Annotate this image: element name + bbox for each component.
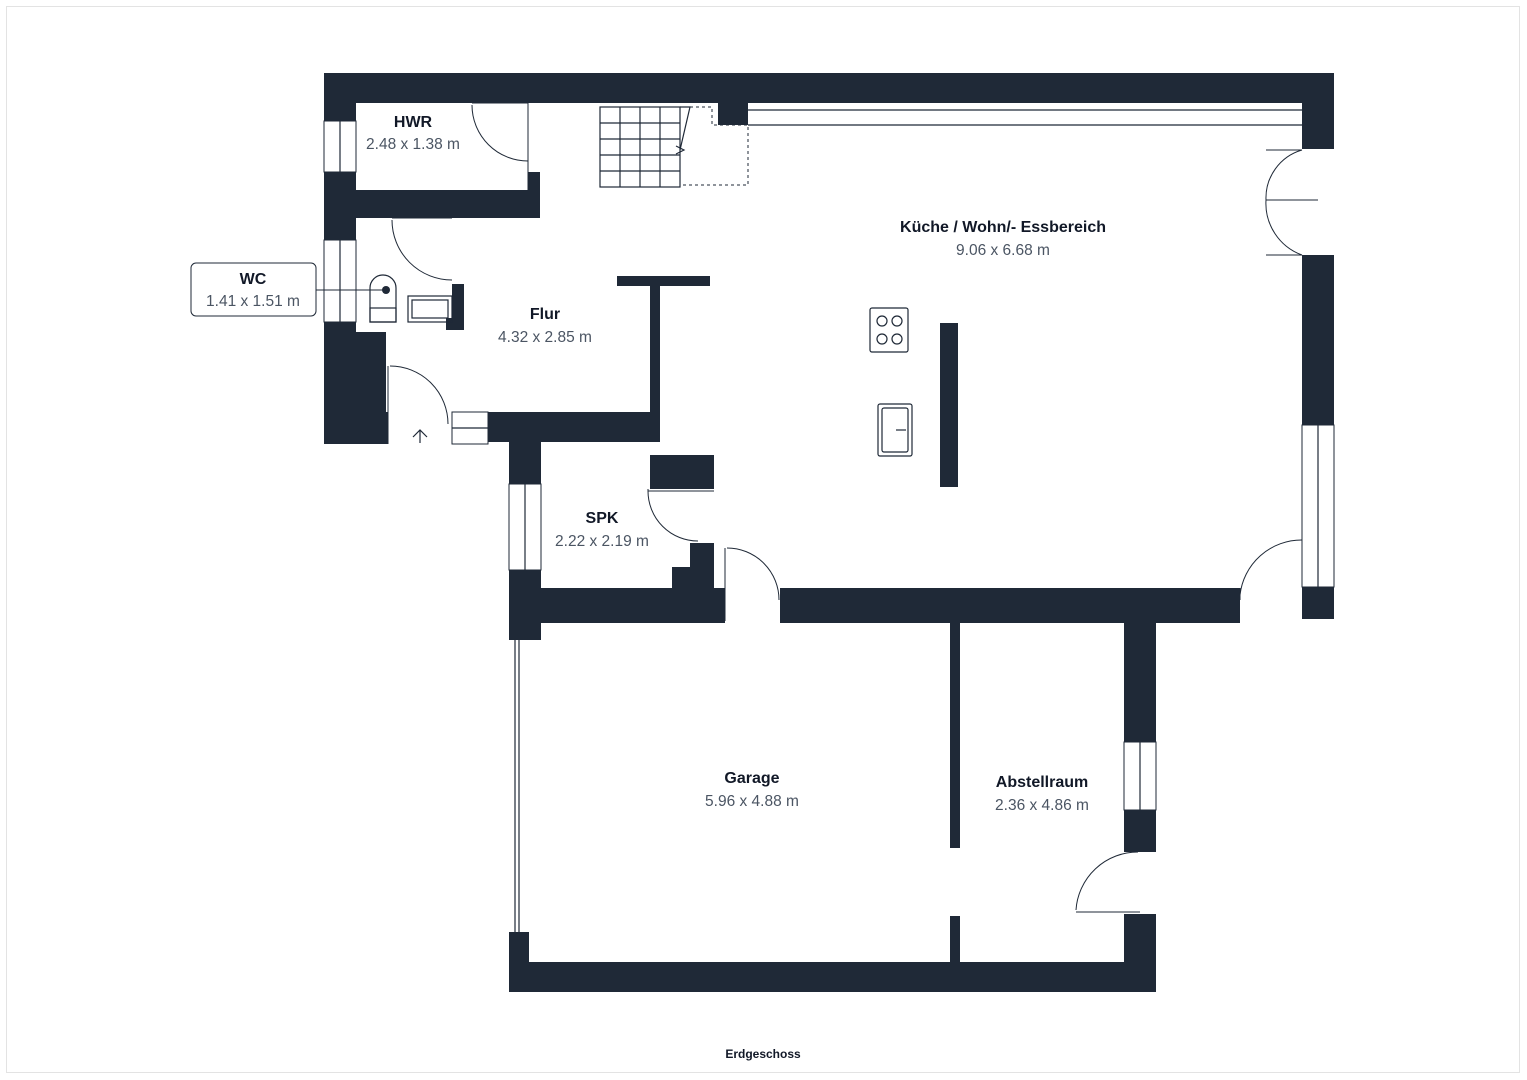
walls [324,73,1334,992]
cooktop-icon [869,307,909,353]
doors [387,102,1318,913]
room-name-garage: Garage [724,770,779,787]
floor-label: Erdgeschoss [725,1047,801,1061]
kitchen-sink-icon [877,403,913,457]
room-size-spk: 2.22 x 2.19 m [555,533,649,550]
wc-label-box [190,262,317,317]
room-name-hwr: HWR [394,114,433,131]
room-size-flur: 4.32 x 2.85 m [498,329,592,346]
stairs-icon [599,106,749,188]
room-size-kueche: 9.06 x 6.68 m [956,242,1050,259]
room-size-wc: 1.41 x 1.51 m [206,293,300,310]
entrance-arrow-icon [412,429,428,443]
room-name-abstellraum: Abstellraum [996,774,1088,791]
room-size-abstellraum: 2.36 x 4.86 m [995,797,1089,814]
sink-icon [407,295,453,323]
room-name-spk: SPK [586,510,619,527]
room-size-hwr: 2.48 x 1.38 m [366,136,460,153]
room-name-kueche: Küche / Wohn/- Essbereich [900,219,1106,236]
plan-sheet [6,6,1520,1073]
windows [323,109,1335,932]
room-name-flur: Flur [530,306,560,323]
room-name-wc: WC [240,271,267,288]
room-size-garage: 5.96 x 4.88 m [705,793,799,810]
toilet-icon [369,274,397,323]
